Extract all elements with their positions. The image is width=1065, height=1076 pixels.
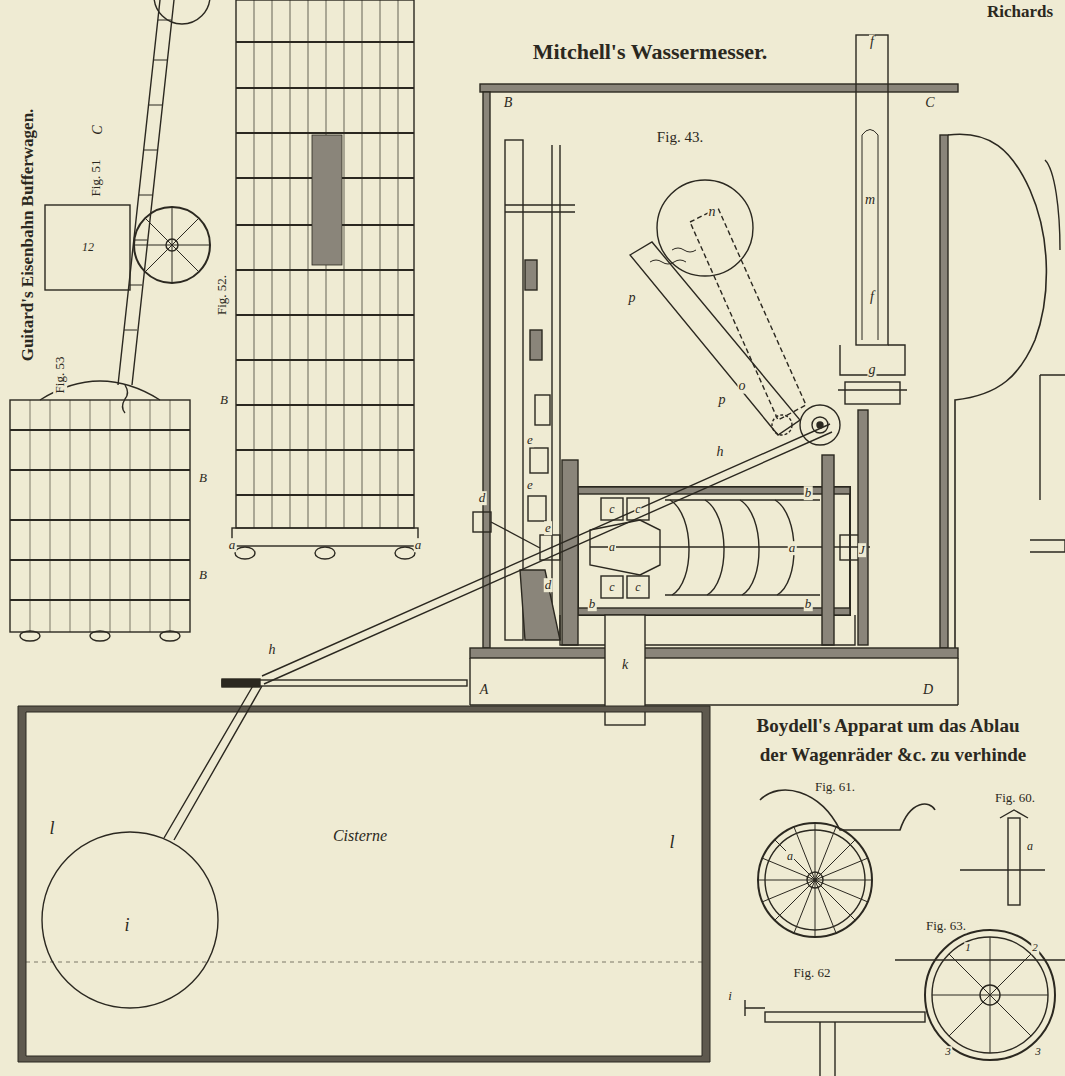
- part-letter: k: [621, 658, 629, 673]
- heading: Guitard's Eisenbahn Bufferwagen.: [19, 108, 37, 363]
- heading: Richards: [986, 3, 1054, 21]
- part-letter: b: [588, 597, 597, 611]
- part-letter: c: [634, 503, 641, 516]
- part-letter: p: [628, 291, 637, 306]
- part-letter: a: [608, 541, 616, 554]
- part-letter: n: [708, 205, 717, 220]
- part-letter: f: [869, 35, 875, 50]
- part-letter: B: [503, 96, 514, 111]
- part-letter: e: [526, 478, 534, 492]
- figure-label: Fig. 43.: [656, 130, 704, 146]
- part-letter: i: [123, 916, 130, 935]
- part-letter: a: [786, 850, 794, 863]
- part-letter: o: [738, 379, 747, 394]
- part-letter: d: [544, 578, 553, 592]
- part-letter: C: [91, 124, 106, 135]
- part-letter: 1: [964, 942, 972, 954]
- node-label: Cisterne: [331, 827, 389, 845]
- part-letter: c: [608, 581, 615, 594]
- part-letter: B: [198, 471, 208, 485]
- part-letter: p: [718, 393, 727, 408]
- figure-label: Fig. 62: [793, 966, 832, 980]
- part-letter: b: [804, 486, 813, 500]
- part-letter: g: [868, 363, 877, 378]
- part-letter: a: [414, 538, 423, 552]
- part-letter: B: [198, 568, 208, 582]
- part-letter: h: [268, 643, 277, 658]
- part-letter: e: [544, 521, 552, 535]
- part-letter: d: [478, 491, 487, 505]
- part-letter: c: [634, 581, 641, 594]
- part-letter: l: [668, 833, 675, 852]
- part-letter: 2: [1031, 942, 1039, 954]
- title: Mitchell's Wassermesser.: [532, 40, 769, 63]
- part-letter: 12: [81, 241, 95, 254]
- figure-label: Fig. 60.: [994, 791, 1036, 805]
- part-letter: A: [479, 683, 490, 698]
- part-letter: a: [1026, 840, 1034, 853]
- figure-label: Fig. 61.: [814, 780, 856, 794]
- part-letter: a: [228, 538, 237, 552]
- heading: Boydell's Apparat um das Ablau: [756, 716, 1021, 736]
- part-letter: J: [858, 543, 866, 557]
- part-letter: m: [864, 193, 876, 208]
- part-letter: C: [924, 96, 935, 111]
- part-letter: f: [869, 290, 875, 305]
- part-letter: 3: [1034, 1046, 1042, 1058]
- figure-label: Fig. 53: [53, 356, 67, 395]
- figure-label: Fig. 51: [89, 159, 103, 198]
- figure-label: Fig. 63.: [925, 919, 967, 933]
- part-letter: 3: [944, 1046, 952, 1058]
- cistern: Cisterne: [20, 708, 708, 1060]
- heading: der Wagenräder &c. zu verhinde: [759, 745, 1028, 765]
- part-letter: e: [526, 433, 534, 447]
- part-letter: a: [788, 541, 797, 555]
- part-letter: D: [922, 683, 934, 698]
- part-letter: h: [716, 445, 725, 460]
- part-letter: B: [219, 393, 229, 407]
- part-letter: c: [608, 503, 615, 516]
- part-letter: l: [48, 819, 55, 838]
- part-letter: b: [804, 597, 813, 611]
- figure-label: Fig. 52.: [215, 274, 229, 316]
- part-letter: i: [727, 989, 733, 1003]
